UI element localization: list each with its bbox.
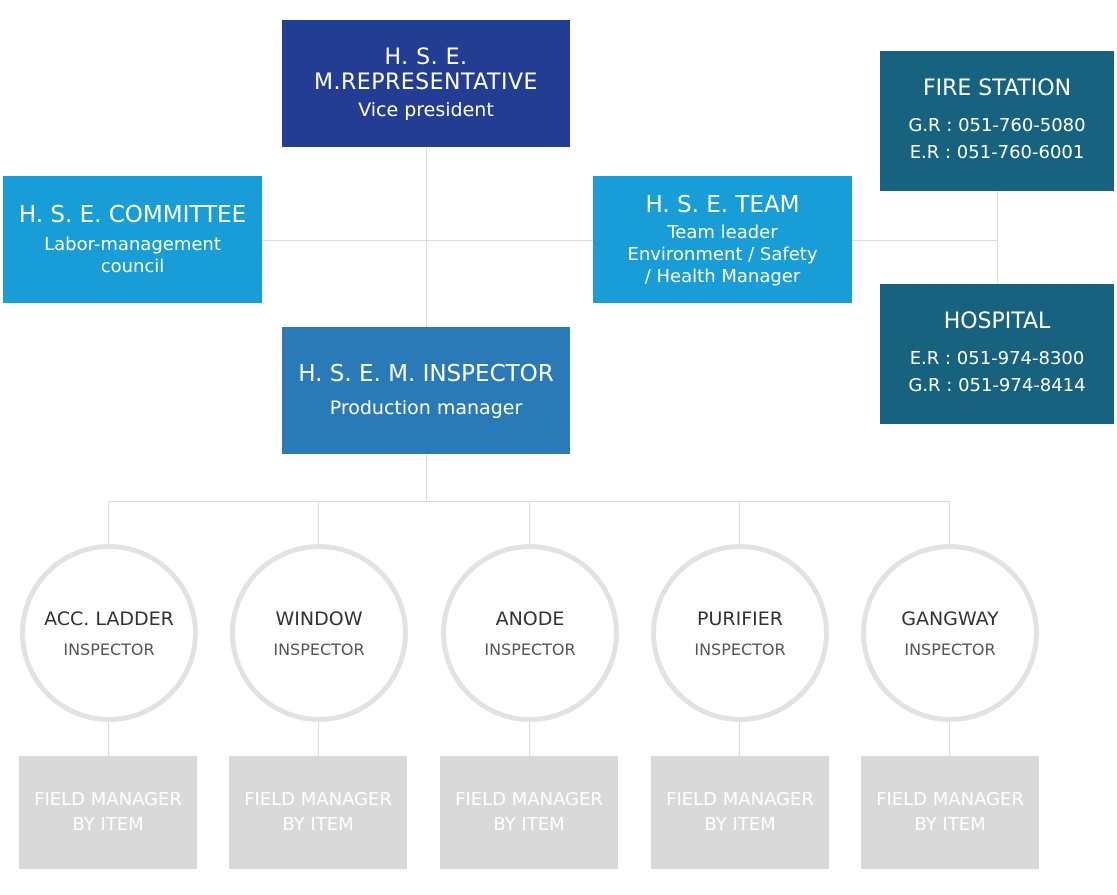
- connector-item-drop: [739, 501, 740, 544]
- field-manager-line2: BY ITEM: [72, 813, 144, 835]
- item-inspector-circle: ACC. LADDER INSPECTOR: [20, 544, 198, 722]
- field-manager-line2: BY ITEM: [282, 813, 354, 835]
- field-manager-line1: FIELD MANAGER: [666, 789, 814, 811]
- fire-station-phone-2: E.R : 051-760-6001: [909, 141, 1085, 163]
- item-inspector-circle: PURIFIER INSPECTOR: [651, 544, 829, 722]
- hospital-phone-2: G.R : 051-974-8414: [908, 374, 1086, 396]
- item-inspector-subtitle: INSPECTOR: [484, 639, 576, 659]
- team-subtitle-line3: / Health Manager: [644, 265, 801, 287]
- hospital-title: HOSPITAL: [943, 309, 1051, 335]
- representative-title-line2: M.REPRESENTATIVE: [314, 70, 538, 96]
- field-manager-box: FIELD MANAGER BY ITEM: [19, 756, 197, 869]
- item-inspector-title: ANODE: [495, 607, 565, 630]
- connector-item-drop: [529, 501, 530, 544]
- field-manager-line1: FIELD MANAGER: [876, 789, 1024, 811]
- connector-item-drop: [318, 501, 319, 544]
- connector-field-drop: [949, 722, 950, 756]
- connector-item-drop: [108, 501, 109, 544]
- field-manager-line1: FIELD MANAGER: [34, 789, 182, 811]
- connector-external-vertical: [997, 191, 998, 284]
- item-inspector-subtitle: INSPECTOR: [694, 639, 786, 659]
- item-inspector-circle: WINDOW INSPECTOR: [230, 544, 408, 722]
- connector-field-drop: [529, 722, 530, 756]
- field-manager-line2: BY ITEM: [704, 813, 776, 835]
- connector-field-drop: [108, 722, 109, 756]
- item-inspector-subtitle: INSPECTOR: [904, 639, 996, 659]
- inspector-subtitle: Production manager: [329, 397, 523, 420]
- hospital-phone-1: E.R : 051-974-8300: [909, 347, 1085, 369]
- item-inspector-circle: ANODE INSPECTOR: [441, 544, 619, 722]
- field-manager-box: FIELD MANAGER BY ITEM: [861, 756, 1039, 869]
- field-manager-line2: BY ITEM: [914, 813, 986, 835]
- field-manager-box: FIELD MANAGER BY ITEM: [651, 756, 829, 869]
- field-manager-line1: FIELD MANAGER: [455, 789, 603, 811]
- team-subtitle-line1: Team leader: [667, 222, 778, 244]
- field-manager-line2: BY ITEM: [493, 813, 565, 835]
- connector-item-drop: [949, 501, 950, 544]
- hsem-inspector-box: H. S. E. M. INSPECTOR Production manager: [282, 327, 570, 454]
- hse-committee-box: H. S. E. COMMITTEE Labor-management coun…: [3, 176, 262, 303]
- item-inspector-title: WINDOW: [275, 607, 363, 630]
- hospital-box: HOSPITAL E.R : 051-974-8300 G.R : 051-97…: [880, 284, 1114, 424]
- committee-subtitle-line1: Labor-management: [44, 234, 221, 256]
- representative-subtitle: Vice president: [358, 99, 494, 122]
- field-manager-box: FIELD MANAGER BY ITEM: [229, 756, 407, 869]
- connector-side-horizontal: [262, 240, 593, 241]
- committee-title: H. S. E. COMMITTEE: [18, 201, 247, 228]
- item-inspector-title: GANGWAY: [901, 607, 999, 630]
- hse-representative-box: H. S. E. M.REPRESENTATIVE Vice president: [282, 20, 570, 147]
- fire-station-phone-1: G.R : 051-760-5080: [908, 114, 1086, 136]
- connector-main-vertical: [426, 147, 427, 327]
- connector-field-drop: [739, 722, 740, 756]
- item-inspector-circle: GANGWAY INSPECTOR: [861, 544, 1039, 722]
- connector-team-external: [852, 240, 998, 241]
- field-manager-box: FIELD MANAGER BY ITEM: [440, 756, 618, 869]
- inspector-title: H. S. E. M. INSPECTOR: [298, 360, 554, 387]
- item-inspector-title: ACC. LADDER: [44, 607, 174, 630]
- representative-title-line1: H. S. E.: [384, 44, 468, 70]
- connector-inspector-down: [426, 454, 427, 501]
- connector-field-drop: [318, 722, 319, 756]
- field-manager-line1: FIELD MANAGER: [244, 789, 392, 811]
- item-inspector-title: PURIFIER: [697, 607, 783, 630]
- item-inspector-subtitle: INSPECTOR: [63, 639, 155, 659]
- fire-station-title: FIRE STATION: [922, 76, 1072, 102]
- hse-team-box: H. S. E. TEAM Team leader Environment / …: [593, 176, 852, 303]
- fire-station-box: FIRE STATION G.R : 051-760-5080 E.R : 05…: [880, 51, 1114, 191]
- team-subtitle-line2: Environment / Safety: [627, 243, 818, 265]
- committee-subtitle-line2: council: [100, 255, 165, 277]
- item-inspector-subtitle: INSPECTOR: [273, 639, 365, 659]
- team-title: H. S. E. TEAM: [645, 191, 800, 218]
